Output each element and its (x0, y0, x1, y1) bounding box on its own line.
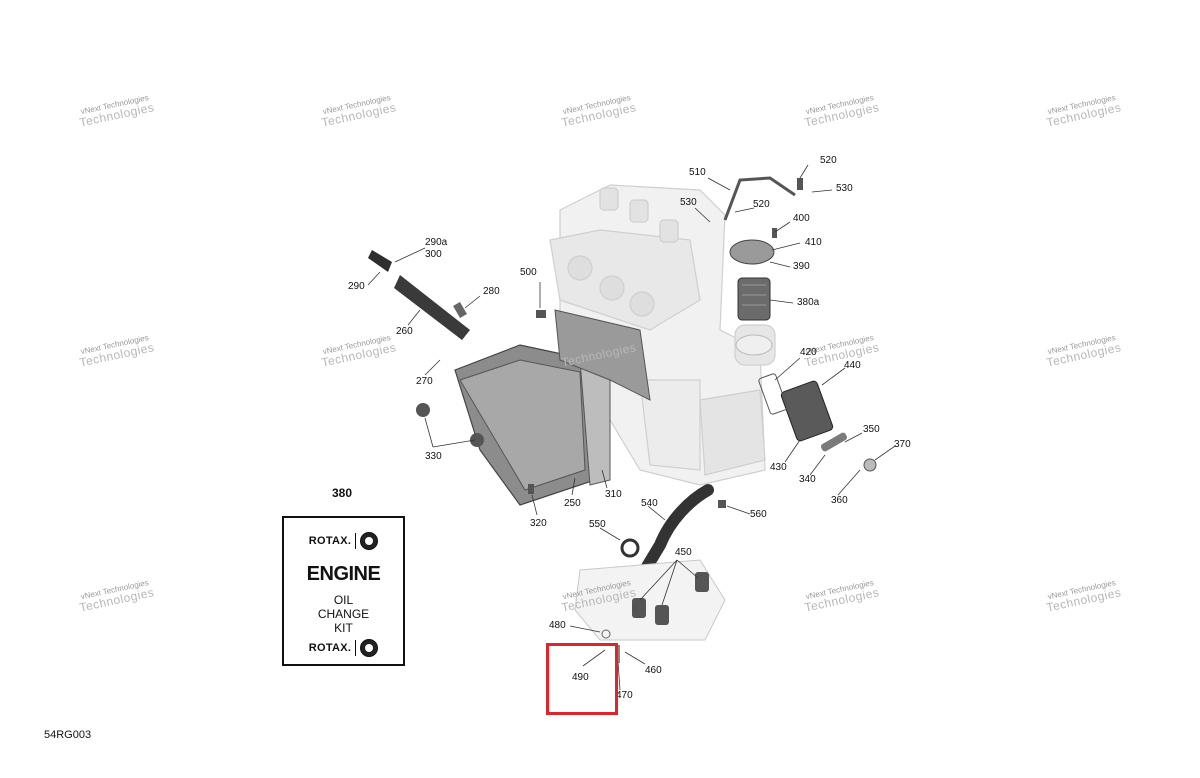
oil-line-510 (723, 176, 796, 221)
callout-400[interactable]: 400 (793, 213, 810, 224)
kit-part-number[interactable]: 380 (332, 486, 353, 500)
callout-320[interactable]: 320 (530, 518, 547, 529)
rotax-wordmark: ROTAX. (308, 535, 352, 547)
callout-280[interactable]: 280 (483, 286, 500, 297)
engine-block-ghost (549, 184, 776, 486)
oil-cooler (758, 373, 877, 472)
clamp-550 (620, 538, 640, 558)
callout-430[interactable]: 430 (770, 462, 787, 473)
callout-340[interactable]: 340 (799, 474, 816, 485)
kit-title-kit: KIT (334, 621, 353, 635)
callout-510[interactable]: 510 (689, 167, 706, 178)
callout-390[interactable]: 390 (793, 261, 810, 272)
selected-part-highlight (546, 643, 618, 715)
callout-350[interactable]: 350 (863, 424, 880, 435)
leader-lines (367, 164, 896, 691)
callout-560[interactable]: 560 (750, 509, 767, 520)
callout-270[interactable]: 270 (416, 376, 433, 387)
callout-480[interactable]: 480 (549, 620, 566, 631)
rotax-logo-bottom: ROTAX. (284, 639, 403, 657)
callout-260[interactable]: 260 (396, 326, 413, 337)
callout-550[interactable]: 550 (589, 519, 606, 530)
callout-460[interactable]: 460 (645, 665, 662, 676)
callout-530[interactable]: 530 (836, 183, 853, 194)
callout-450[interactable]: 450 (675, 547, 692, 558)
rotax-wordmark: ROTAX. (308, 642, 352, 654)
dipstick-tube (368, 250, 470, 340)
callout-410[interactable]: 410 (805, 237, 822, 248)
callout-500[interactable]: 500 (520, 267, 537, 278)
callout-290a[interactable]: 290a (425, 237, 448, 248)
callout-470[interactable]: 470 (616, 690, 633, 701)
callout-540[interactable]: 540 (641, 498, 658, 509)
callout-490[interactable]: 490 (572, 672, 589, 683)
callout-330[interactable]: 330 (425, 451, 442, 462)
callout-380a[interactable]: 380a (797, 297, 820, 308)
callout-310[interactable]: 310 (605, 489, 622, 500)
oil-change-kit-box[interactable]: ROTAX. ENGINE OIL CHANGE KIT ROTAX. (282, 516, 405, 666)
oil-tank-assembly (454, 309, 651, 506)
oil-filter-group (729, 239, 775, 356)
callout-420[interactable]: 420 (800, 347, 817, 358)
kit-title-engine: ENGINE (306, 563, 381, 585)
rotax-emblem-icon (360, 639, 379, 657)
kit-title-oil: OIL (333, 593, 354, 607)
hose-540 (639, 484, 714, 576)
callout-290[interactable]: 290 (348, 281, 365, 292)
callout-250[interactable]: 250 (564, 498, 581, 509)
callout-530[interactable]: 530 (680, 197, 697, 208)
fasteners (416, 178, 803, 508)
callout-520[interactable]: 520 (753, 199, 770, 210)
drawing-code: 54RG003 (44, 729, 92, 741)
logo-divider (355, 533, 357, 549)
callout-440[interactable]: 440 (844, 360, 861, 371)
callout-520[interactable]: 520 (820, 155, 837, 166)
rotax-logo-top: ROTAX. (284, 532, 403, 550)
callout-360[interactable]: 360 (831, 495, 848, 506)
kit-title-change: CHANGE (317, 607, 370, 621)
callout-370[interactable]: 370 (894, 439, 911, 450)
rotax-emblem-icon (360, 532, 379, 550)
logo-divider (355, 640, 357, 656)
callout-300[interactable]: 300 (425, 249, 442, 260)
